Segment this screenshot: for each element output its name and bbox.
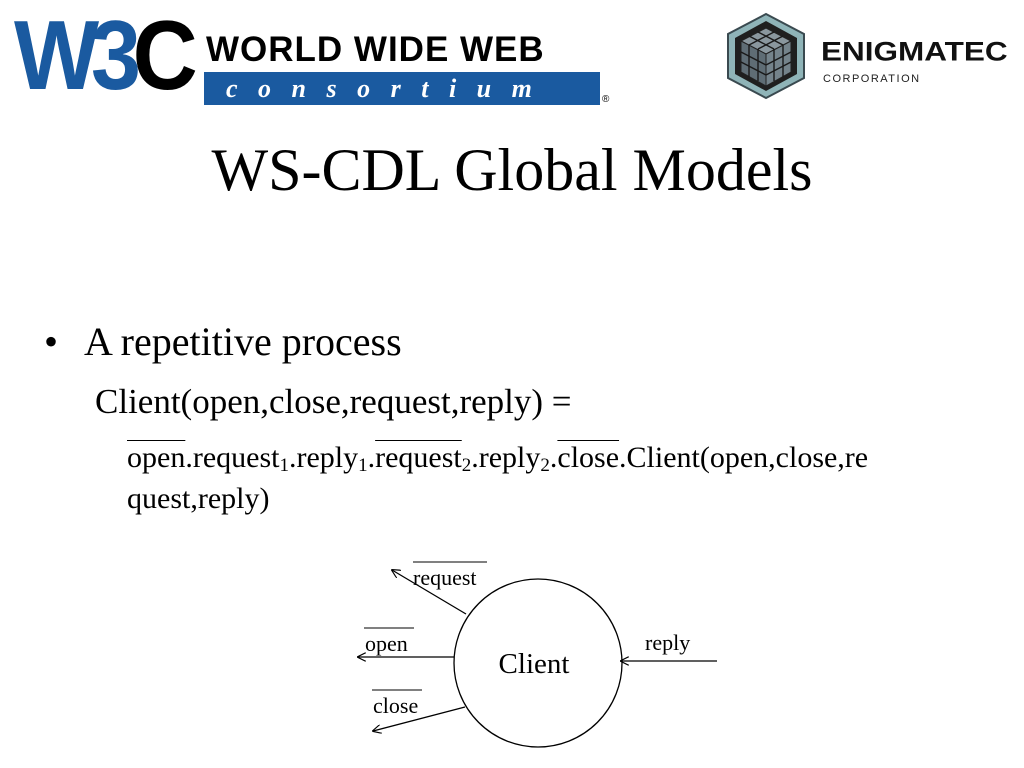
expr-dot3: . xyxy=(549,441,558,474)
w3c-mark-c: C xyxy=(132,0,198,110)
w3c-name-bottom: consortium xyxy=(204,72,600,105)
enigmatec-logo: ENIGMATEC CORPORATION xyxy=(726,12,1016,104)
registered-mark: ® xyxy=(602,94,610,105)
expr-open: open xyxy=(127,441,186,474)
reply-label: reply xyxy=(645,630,690,655)
expr-request2: request xyxy=(375,441,462,474)
expr-dot2: . xyxy=(367,441,376,474)
w3c-mark-w3: W3 xyxy=(14,0,141,110)
request-arrow xyxy=(392,570,467,615)
expr-request1: .request xyxy=(185,441,280,474)
enigmatec-sub: CORPORATION xyxy=(823,73,921,85)
expr-reply2: .reply xyxy=(471,441,541,474)
bullet-item: • A repetitive process xyxy=(44,318,402,366)
expr-sub3: 2 xyxy=(461,455,472,476)
expr-reply1: .reply xyxy=(288,441,359,474)
close-label: close xyxy=(373,693,418,718)
process-definition: Client(open,close,request,reply) = xyxy=(95,382,572,421)
enigmatec-name: ENIGMATEC xyxy=(821,37,1008,67)
open-label: open xyxy=(365,631,408,656)
bullet-text: A repetitive process xyxy=(84,319,402,364)
cube-logo-icon xyxy=(727,12,805,100)
w3c-mark: W3C xyxy=(14,6,198,104)
expr-sub4: 2 xyxy=(540,455,550,476)
slide-title: WS-CDL Global Models xyxy=(211,137,813,203)
request-label: request xyxy=(413,565,477,590)
w3c-name-top: WORLD WIDE WEB xyxy=(206,30,545,69)
expr-sub1: 1 xyxy=(279,455,289,476)
client-label: Client xyxy=(499,648,570,680)
bullet-dot-icon: • xyxy=(44,319,59,364)
close-arrow xyxy=(373,706,466,731)
process-expression: open.request1.reply1.request2.reply2.clo… xyxy=(127,437,997,519)
w3c-logo: W3C WORLD WIDE WEB consortium ® xyxy=(14,6,609,105)
expr-tail: .Client(open,close,re quest,reply) xyxy=(127,441,869,515)
expr-close: close xyxy=(557,441,620,474)
expr-sub2: 1 xyxy=(358,455,368,476)
